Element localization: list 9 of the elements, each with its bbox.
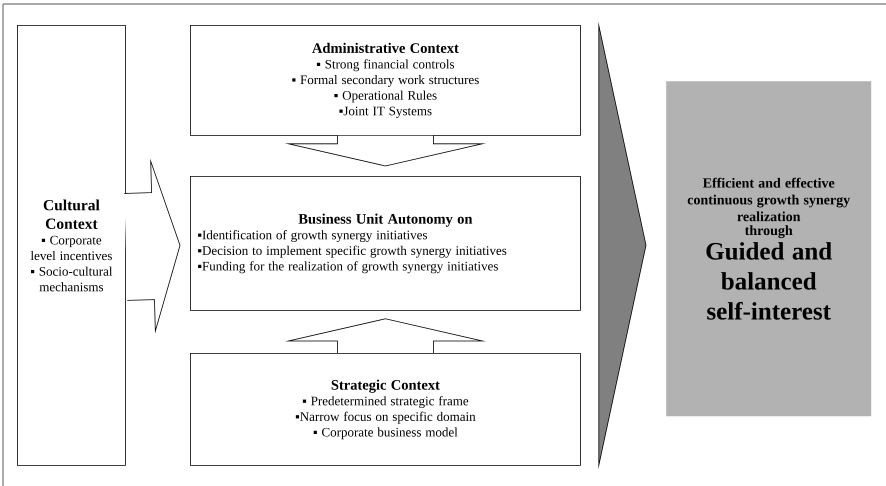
block-arrow: [284, 318, 486, 354]
chevron-arrow: [598, 22, 646, 470]
context-box: Administrative Context ▪ Strong financial controls ▪ Formal secondary work structures ▪ Operational Rules ▪Joint IT Systems: [190, 25, 581, 136]
block-arrow: [124, 158, 180, 334]
autonomy-box: Business Unit Autonomy on ▪Identification of growth synergy initiatives ▪Decision to implement specific growth synergy initiatives ▪Funding for the realization of growth synergy initiatives: [190, 176, 581, 311]
context-box: Strategic Context ▪ Predetermined strategic frame ▪Narrow focus on specific domain ▪ Corporate business model: [190, 353, 581, 466]
outcome-box: Efficient and effective continuous growth synergy realization through Guided and balanced self-interest: [666, 81, 872, 416]
context-box: Cultural Context ▪ Corporate level incentives ▪ Socio-cultural mechanisms: [17, 25, 126, 466]
block-arrow: [284, 135, 486, 166]
